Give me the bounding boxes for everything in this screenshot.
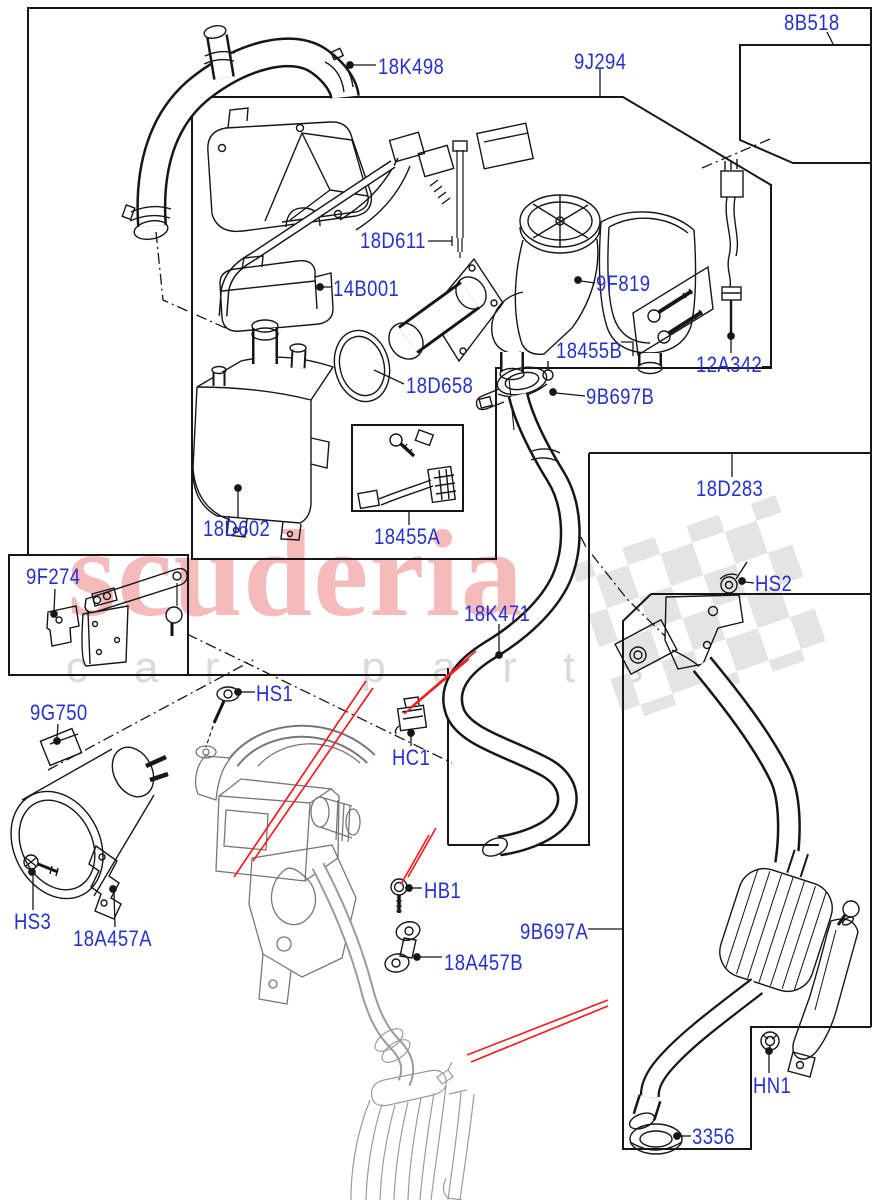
part-label-18k471[interactable]: 18K471 (464, 601, 531, 626)
part-label-18d602[interactable]: 18D602 (203, 516, 271, 541)
watermark-brand: scuderia (68, 505, 524, 642)
part-label-18k498[interactable]: 18K498 (378, 54, 445, 79)
part-label-18d658[interactable]: 18D658 (406, 373, 474, 398)
watermark-tagline: car parts (66, 643, 690, 692)
part-label-9b697a[interactable]: 9B697A (520, 919, 589, 944)
part-label-3356[interactable]: 3356 (692, 1124, 735, 1149)
part-label-18455b[interactable]: 18455B (556, 338, 623, 363)
part-label-hc1[interactable]: HC1 (392, 745, 431, 770)
part-label-8b518[interactable]: 8B518 (784, 10, 840, 35)
frame-boxes (8, 7, 872, 1150)
part-label-9g750[interactable]: 9G750 (30, 700, 88, 725)
checkered-flag-watermark (571, 495, 830, 723)
box-18D283 (622, 593, 871, 1150)
part-label-9b697b[interactable]: 9B697B (586, 384, 655, 409)
red-pointer-lines (233, 650, 609, 1063)
part-label-9f819[interactable]: 9F819 (596, 271, 651, 296)
part-label-18a457a[interactable]: 18A457A (73, 926, 152, 951)
part-label-hs1[interactable]: HS1 (256, 681, 294, 706)
part-label-18d283[interactable]: 18D283 (696, 476, 764, 501)
box-9F274 (8, 554, 189, 676)
heater-install-drawing (194, 724, 376, 1005)
part-label-9j294[interactable]: 9J294 (574, 49, 627, 74)
part-label-hs3[interactable]: HS3 (14, 909, 52, 934)
part-label-14b001[interactable]: 14B001 (333, 276, 400, 301)
part-drawings (10, 25, 860, 1155)
part-label-hn1[interactable]: HN1 (753, 1073, 792, 1098)
part-label-18a457b[interactable]: 18A457B (444, 950, 523, 975)
part-label-9f274[interactable]: 9F274 (26, 564, 81, 589)
part-label-12a342[interactable]: 12A342 (696, 352, 763, 377)
box-18455A (351, 424, 464, 512)
part-label-18d611[interactable]: 18D611 (360, 228, 426, 253)
exhaust-install-drawing (311, 862, 475, 1200)
leader-lines (28, 31, 834, 1140)
box-9J294 (191, 96, 772, 560)
part-label-18455a[interactable]: 18455A (374, 524, 441, 549)
part-label-hs2[interactable]: HS2 (755, 571, 793, 596)
box-8B518 (739, 44, 871, 164)
part-label-hb1[interactable]: HB1 (424, 878, 462, 903)
